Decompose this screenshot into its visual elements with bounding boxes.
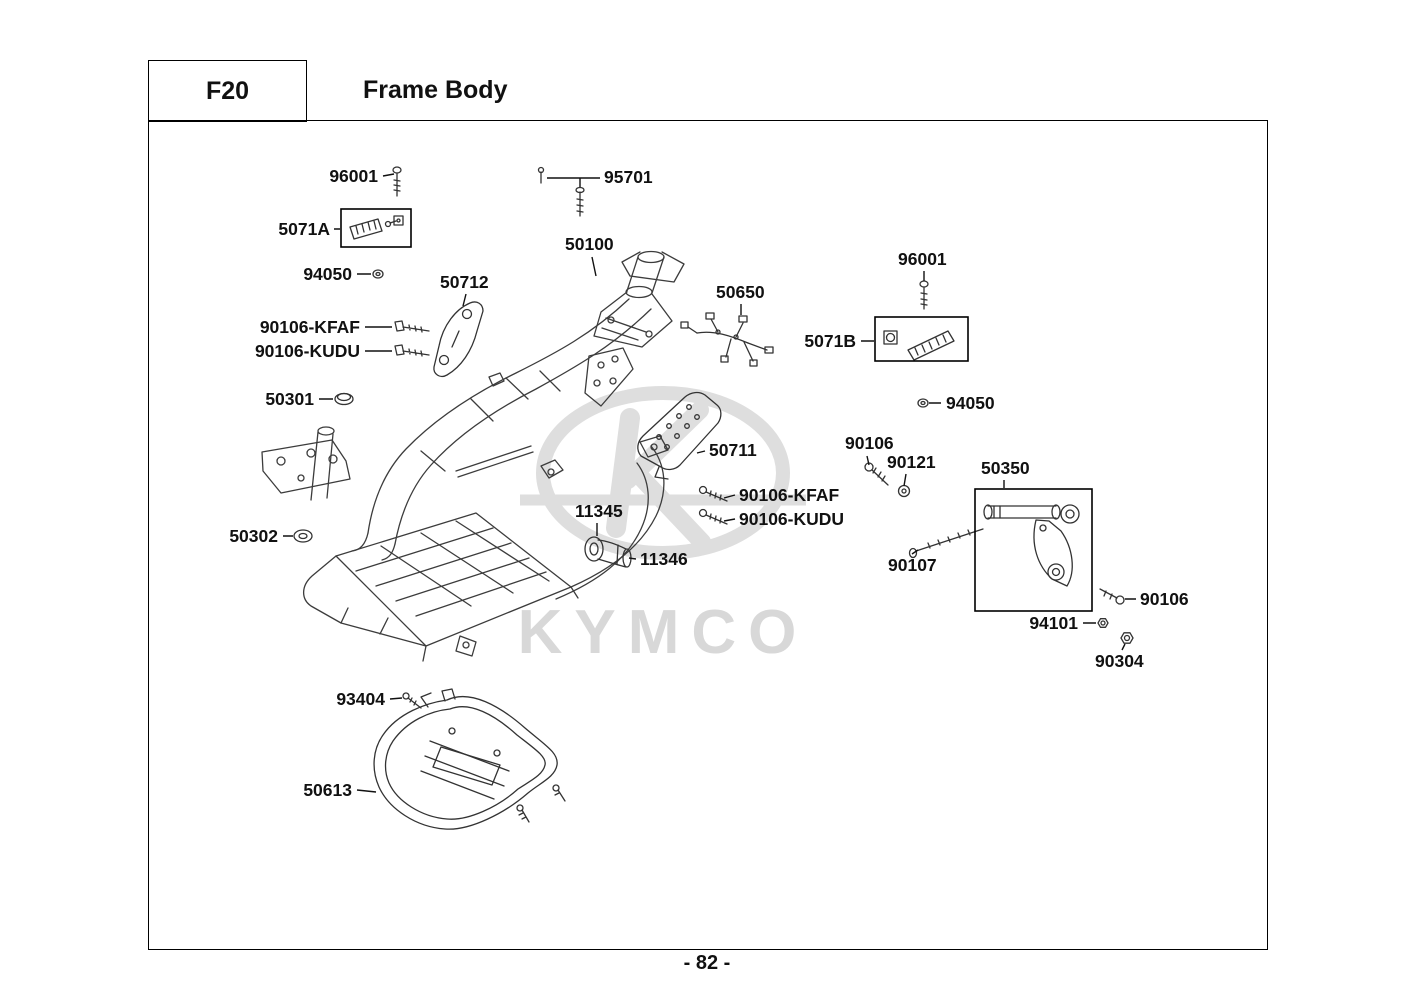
- part-label-90107: 90107: [888, 555, 937, 575]
- washer-icon-90121: [897, 484, 911, 498]
- page-number: - 82 -: [683, 952, 731, 974]
- footrest-icon-50711: [637, 391, 722, 480]
- part-label-93404: 93404: [336, 689, 385, 709]
- bolt-icon-90106-kudu-mid: [698, 508, 728, 525]
- part-label-90106-upper: 90106: [845, 433, 894, 453]
- section-code: F20: [205, 76, 250, 105]
- section-code-box: F20: [148, 60, 307, 122]
- screw-icon-95701: [537, 166, 585, 217]
- part-label-90106-kfaf-left: 90106-KFAF: [259, 317, 360, 337]
- page-title: Frame Body: [363, 75, 508, 104]
- screw-icon-96001-left: [392, 166, 402, 197]
- part-label-50650: 50650: [716, 282, 765, 302]
- part-label-50712: 50712: [440, 272, 489, 292]
- part-label-50711: 50711: [709, 440, 757, 460]
- leader-lines: [283, 173, 1136, 793]
- bolt-icon-90106-kfaf-mid: [698, 485, 728, 502]
- part-label-50301: 50301: [265, 389, 314, 409]
- bolt-icon-90106-kfaf-left: [394, 320, 430, 333]
- nut-icon-90304: [1120, 632, 1134, 644]
- part-label-94050-left: 94050: [303, 264, 352, 284]
- part-label-96001-right: 96001: [898, 249, 947, 269]
- diagram-border: [148, 120, 1268, 950]
- bracket-icon-50712: [433, 301, 484, 378]
- part-label-11346: 11346: [640, 549, 688, 569]
- part-box-5071A: [340, 208, 412, 248]
- part-boxes: [340, 208, 1093, 612]
- screw-icon-96001-right: [919, 280, 929, 310]
- part-label-90106-kudu-left: 90106-KUDU: [254, 341, 360, 361]
- part-label-50350: 50350: [981, 458, 1030, 478]
- part-label-11345: 11345: [575, 501, 623, 521]
- frame-body-drawing: [261, 250, 685, 662]
- duct-icon-11345-11346: [584, 536, 632, 568]
- watermark-oval: [536, 386, 790, 560]
- part-label-90106-right: 90106: [1140, 589, 1189, 609]
- hanger-assembly-50350: [983, 504, 1080, 587]
- bolt-icon-90106-right: [1099, 588, 1125, 605]
- belly-cover-icon-50613: [373, 688, 566, 830]
- footpeg-parts-5071B: [883, 330, 955, 361]
- part-label-90106-kfaf-mid: 90106-KFAF: [739, 485, 840, 505]
- bolt-icon-90106-upper: [864, 462, 889, 486]
- part-box-5071B: [874, 316, 969, 362]
- grommet-icon-50302: [293, 529, 313, 543]
- bolt-icon-90107: [908, 528, 984, 559]
- part-label-5071B: 5071B: [804, 331, 856, 351]
- part-label-50302: 50302: [229, 526, 278, 546]
- part-label-50613: 50613: [303, 780, 352, 800]
- part-icons: [293, 166, 1134, 830]
- part-label-90121: 90121: [887, 452, 936, 472]
- watermark-text: KYMCO: [518, 598, 809, 667]
- screw-icon-93404: [402, 692, 422, 709]
- part-label-94101: 94101: [1029, 613, 1078, 633]
- part-label-96001-top: 96001: [329, 166, 378, 186]
- kymco-watermark: KYMCO: [518, 386, 809, 667]
- part-label-90106-kudu-mid: 90106-KUDU: [739, 509, 845, 529]
- part-label-90304: 90304: [1095, 651, 1144, 671]
- harness-icon-50650: [680, 312, 774, 367]
- nut-icon-94101: [1097, 618, 1109, 628]
- part-label-5071A: 5071A: [278, 219, 330, 239]
- part-label-94050-right: 94050: [946, 393, 995, 413]
- bolt-icon-90106-kudu-left: [394, 344, 430, 357]
- cap-icon-50301: [334, 392, 354, 406]
- nut-icon-94050-left: [372, 269, 384, 279]
- part-label-50100: 50100: [565, 234, 614, 254]
- footpeg-parts-5071A: [349, 215, 404, 240]
- part-box-50350: [974, 488, 1093, 612]
- nut-icon-94050-right: [917, 398, 929, 408]
- part-label-95701: 95701: [604, 167, 653, 187]
- head-tube-top: [637, 250, 665, 264]
